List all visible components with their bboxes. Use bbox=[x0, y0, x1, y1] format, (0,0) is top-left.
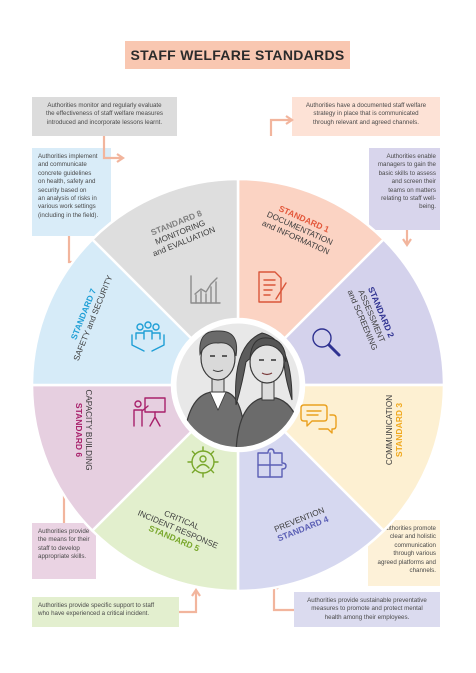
description-box-standard-2: Authorities enable managers to gain the … bbox=[369, 148, 440, 230]
connector-arrow bbox=[272, 583, 294, 612]
segment-standard-2 bbox=[282, 237, 446, 387]
box-line: teams on matters bbox=[388, 186, 436, 194]
page-title: STAFF WELFARE STANDARDS bbox=[125, 41, 350, 69]
speech-bubbles-icon bbox=[300, 404, 337, 434]
box-line: managers to gain the bbox=[377, 161, 436, 169]
document-icon bbox=[258, 271, 287, 303]
bar-chart-icon bbox=[190, 275, 221, 304]
gear-person-icon bbox=[187, 446, 219, 478]
center-staff-portrait bbox=[173, 320, 303, 450]
arrow-head bbox=[116, 153, 125, 163]
box-line: staff to develop bbox=[38, 544, 80, 552]
connector-arrow bbox=[102, 136, 123, 160]
segment-icons bbox=[131, 271, 341, 478]
box-line: Authorities enable bbox=[386, 153, 436, 160]
box-line: (including in the field). bbox=[38, 211, 99, 219]
box-line: and screen their bbox=[391, 178, 436, 186]
box-line: appropriate skills. bbox=[38, 553, 87, 561]
standard-name-label: COMMUNICATION bbox=[385, 395, 394, 465]
box-line: Authorities implement bbox=[38, 153, 98, 160]
box-line: channels. bbox=[409, 567, 437, 575]
box-line: on health, safety and bbox=[38, 178, 96, 186]
box-line: the effectiveness of staff welfare measu… bbox=[45, 110, 164, 118]
box-line: clear and holistic bbox=[389, 533, 436, 541]
magnifier-icon bbox=[312, 328, 341, 357]
box-line: concrete guidelines bbox=[38, 169, 92, 177]
box-line: through relevant and agreed channels. bbox=[313, 118, 419, 126]
box-line: various work settings bbox=[38, 203, 96, 211]
box-line: measures to promote and protect mental bbox=[311, 605, 423, 613]
standard-number-label: STANDARD 3 bbox=[394, 403, 404, 457]
standard-number-label: STANDARD 6 bbox=[74, 403, 84, 457]
box-line: an analysis of risks in bbox=[38, 195, 97, 203]
description-box-standard-4: Authorities provide sustainable preventa… bbox=[294, 592, 440, 627]
segment-standard-7 bbox=[30, 237, 194, 387]
box-line: agreed platforms and bbox=[377, 558, 436, 566]
description-box-standard-1: Authorities have a documented staff welf… bbox=[292, 97, 440, 136]
box-line: health among their employees. bbox=[324, 613, 410, 621]
box-line: Authorities provide sustainable preventa… bbox=[307, 597, 427, 604]
box-line: Authorities monitor and regularly evalua… bbox=[47, 102, 162, 109]
description-box-standard-5: Authorities provide specific support to … bbox=[32, 597, 179, 627]
box-line: introduced and incorporate lessons learn… bbox=[46, 118, 163, 126]
box-line: strategy in place that is communicated bbox=[313, 110, 419, 118]
standard-name-label: CAPACITY BUILDING bbox=[84, 389, 93, 470]
wheel-segments bbox=[30, 177, 446, 593]
box-line: through various bbox=[393, 550, 436, 558]
box-line: Authorities have a documented staff welf… bbox=[305, 102, 427, 109]
box-line: Authorities provide specific support to … bbox=[38, 602, 155, 609]
connector-arrow bbox=[269, 118, 292, 136]
puzzle-icon bbox=[257, 448, 287, 478]
arrow-head bbox=[191, 588, 201, 597]
box-line: Authorities promote bbox=[382, 525, 436, 532]
box-line: relating to staff well- bbox=[381, 195, 436, 203]
box-line: and communicate bbox=[38, 161, 87, 169]
people-hands-icon bbox=[131, 321, 165, 352]
box-line: basic skills to assess bbox=[378, 169, 436, 177]
connector-arrow bbox=[179, 590, 198, 614]
segment-standard-4 bbox=[236, 429, 386, 593]
presenter-icon bbox=[133, 397, 166, 427]
segment-standard-6 bbox=[30, 383, 194, 533]
arrow-head bbox=[285, 115, 294, 125]
box-line: being. bbox=[419, 203, 436, 211]
segment-standard-1 bbox=[236, 177, 386, 341]
description-box-standard-8: Authorities monitor and regularly evalua… bbox=[32, 97, 177, 136]
description-box-standard-6: Authorities provide the means for their … bbox=[32, 523, 96, 579]
box-line: the means for their bbox=[38, 536, 90, 544]
box-line: who have experienced a critical incident… bbox=[38, 610, 150, 618]
arrow-head bbox=[402, 238, 412, 247]
segment-standard-5 bbox=[90, 429, 240, 593]
description-box-standard-7: Authorities implement and communicate co… bbox=[32, 148, 111, 236]
box-line: security based on bbox=[38, 186, 87, 194]
box-line: Authorities provide bbox=[38, 528, 90, 535]
box-line: communication bbox=[394, 541, 436, 549]
